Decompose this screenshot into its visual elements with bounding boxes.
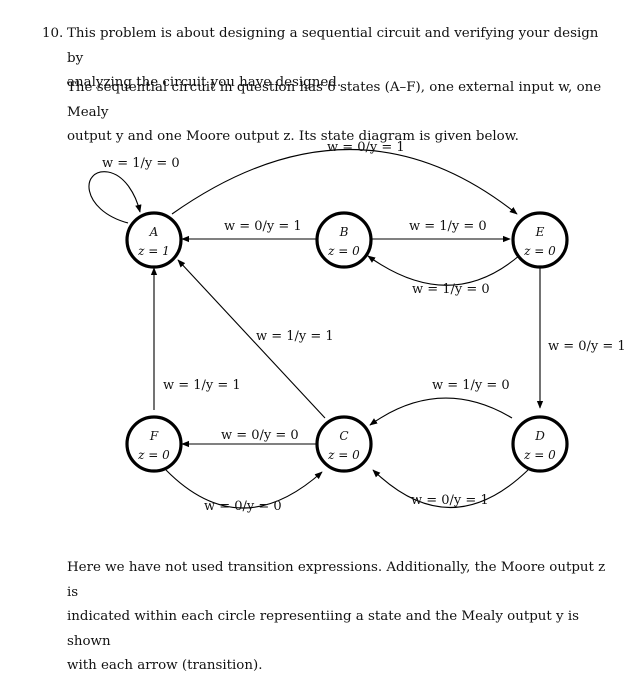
label-F-C: w = 0/y = 0 (204, 499, 282, 514)
intro-line-2: analyzing the circuit you have designed. (67, 75, 342, 90)
state-C-name: C (339, 429, 348, 443)
footer-paragraph: Here we have not used transition express… (67, 556, 607, 679)
label-D-C-w1: w = 1/y = 0 (432, 378, 510, 393)
edge-F-C (165, 469, 323, 509)
edge-D-C-w0 (372, 469, 529, 509)
state-F-moore: z = 0 (137, 448, 170, 462)
state-D: D z = 0 (511, 415, 569, 473)
state-E: E z = 0 (511, 211, 569, 269)
state-diagram: w = 1/y = 0 w = 0/y = 1 w = 0/y = 1 w = … (88, 140, 624, 514)
footer-line-2: indicated within each circle representii… (67, 609, 580, 649)
description-line-1: The sequential circuit in question has 6… (67, 80, 602, 120)
problem-number: 10. (42, 26, 64, 41)
edge-A-A (88, 171, 142, 224)
footer-line-1: Here we have not used transition express… (67, 560, 606, 600)
edge-D-C-w1 (369, 397, 513, 426)
label-C-F: w = 0/y = 0 (221, 428, 299, 443)
state-C: C z = 0 (315, 415, 373, 473)
state-A-moore: z = 1 (137, 244, 170, 258)
label-F-A: w = 1/y = 1 (163, 378, 241, 393)
state-E-name: E (535, 225, 545, 239)
edge-C-A (177, 259, 326, 419)
label-C-A: w = 1/y = 1 (256, 329, 334, 344)
label-B-E: w = 1/y = 0 (409, 219, 487, 234)
state-A: A z = 1 (125, 211, 183, 269)
description-line-2: output y and one Moore output z. Its sta… (67, 129, 519, 144)
intro-line-1: This problem is about designing a sequen… (67, 26, 599, 66)
state-D-name: D (534, 429, 545, 443)
edge-E-B (367, 254, 521, 286)
label-B-A: w = 0/y = 1 (224, 219, 302, 234)
footer-line-3: with each arrow (transition). (67, 658, 263, 673)
state-B: B z = 0 (315, 211, 373, 269)
label-A-E: w = 0/y = 1 (327, 140, 405, 155)
label-D-C-w0: w = 0/y = 1 (411, 493, 489, 508)
state-F-name: F (149, 429, 159, 443)
state-F: F z = 0 (125, 415, 183, 473)
label-A-A: w = 1/y = 0 (102, 156, 180, 171)
state-B-moore: z = 0 (327, 244, 360, 258)
intro-paragraph: This problem is about designing a sequen… (67, 22, 607, 96)
label-E-B: w = 1/y = 0 (412, 282, 490, 297)
description-paragraph: The sequential circuit in question has 6… (67, 76, 607, 150)
label-E-D: w = 0/y = 1 (548, 339, 624, 354)
edge-A-E (171, 149, 518, 215)
state-E-moore: z = 0 (523, 244, 556, 258)
state-D-moore: z = 0 (523, 448, 556, 462)
state-C-moore: z = 0 (327, 448, 360, 462)
state-A-name: A (149, 225, 159, 239)
state-B-name: B (339, 225, 349, 239)
